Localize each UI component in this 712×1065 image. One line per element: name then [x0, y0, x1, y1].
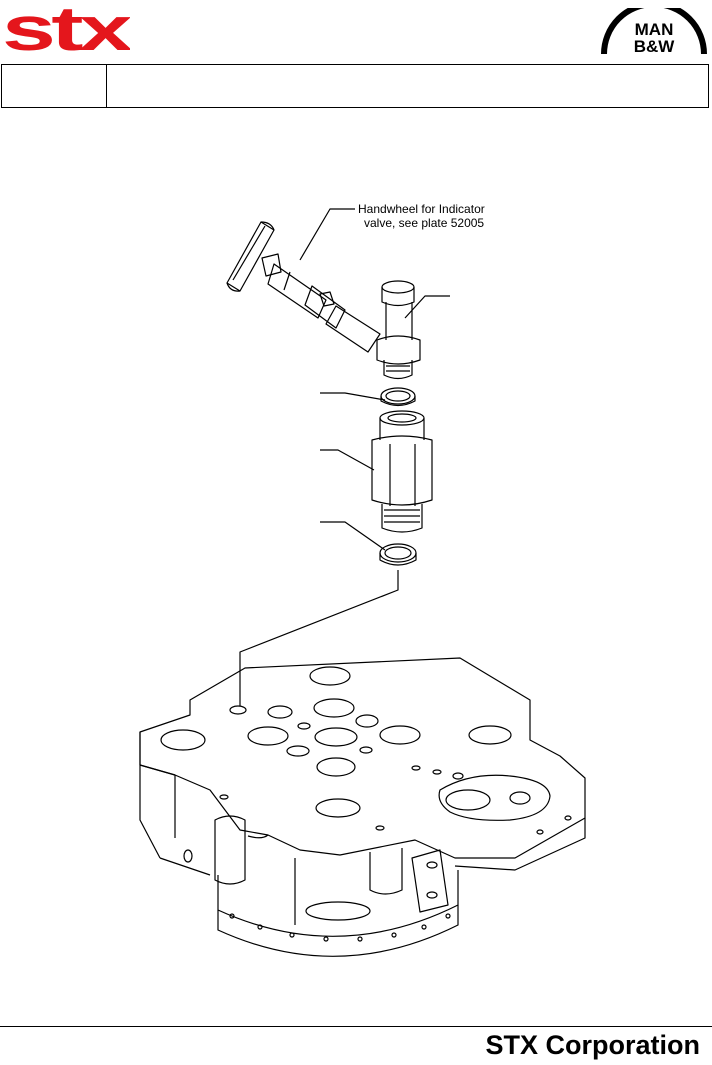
header-cell-left: [2, 65, 106, 107]
footer-rule: [0, 1026, 712, 1027]
annotation-line-2: valve, see plate 52005: [364, 216, 484, 230]
header-table: [1, 64, 709, 108]
base-bolt-holes: [229, 913, 451, 942]
svg-text:B&W: B&W: [634, 37, 676, 56]
man-bw-logo: MAN B&W: [601, 8, 707, 56]
sealing-ring-upper: [380, 387, 416, 407]
header-cell-right: [107, 65, 708, 107]
handwheel: [226, 221, 282, 292]
adapter-piece: [371, 410, 433, 533]
cover-bores: [160, 666, 572, 863]
stx-logo: stx: [2, 4, 130, 54]
footer-company: STX Corporation: [485, 1030, 701, 1060]
valve-body: [376, 280, 421, 380]
annotation-line-1: Handwheel for Indicator: [358, 202, 485, 216]
leader-lines: [239, 208, 450, 706]
sealing-ring-lower: [379, 543, 417, 566]
valve-assembly-drawing: Handwheel for Indicator valve, see plate…: [139, 202, 586, 957]
svg-text:MAN: MAN: [635, 20, 674, 39]
valve-stem: [267, 263, 381, 353]
cylinder-cover: [139, 657, 586, 957]
svg-text:stx: stx: [2, 4, 130, 54]
header-divider: [106, 65, 107, 107]
